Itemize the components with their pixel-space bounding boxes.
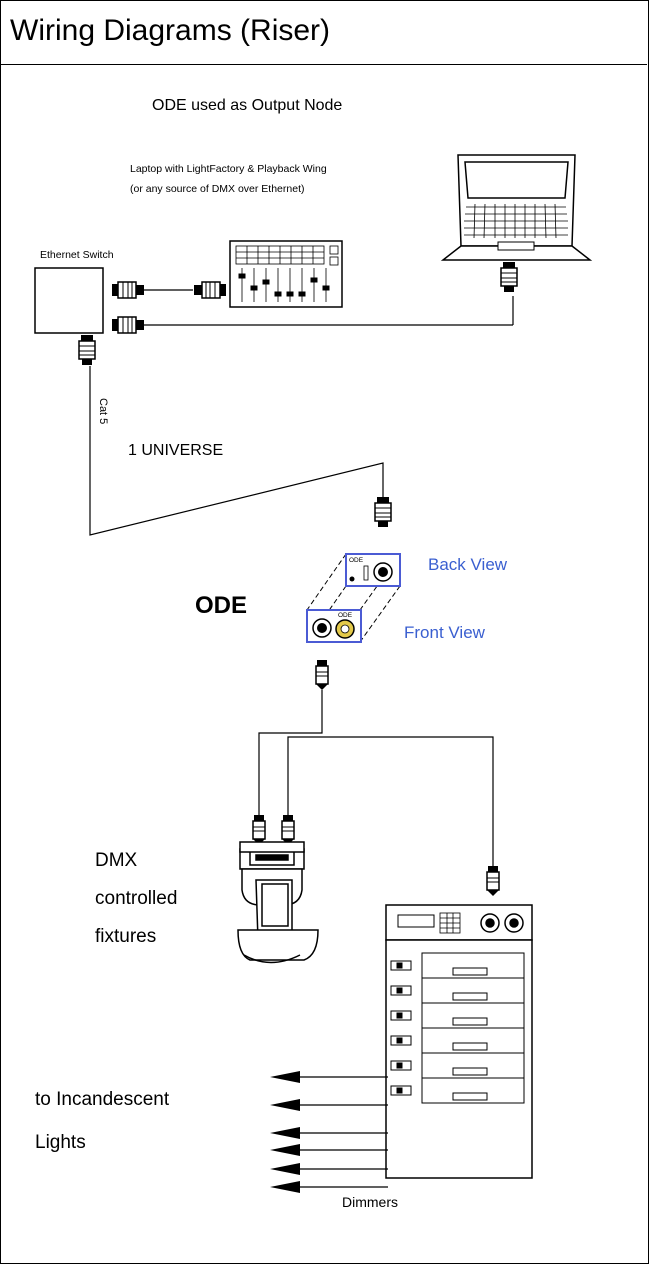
output-arrow-5: [270, 1163, 300, 1175]
fixtures-label-2: controlled: [95, 888, 177, 909]
playback-wing-icon: [229, 240, 343, 308]
ode-label: ODE: [195, 592, 247, 619]
dimmer-dmx-connector: [486, 865, 500, 897]
output-arrow-2: [270, 1099, 300, 1111]
laptop-connector: [500, 261, 518, 293]
page-title: Wiring Diagrams (Riser): [10, 14, 331, 47]
dmx-cables: [258, 690, 494, 866]
moving-head-fixture-icon: [237, 841, 319, 964]
cable-label: Cat 5: [97, 398, 109, 424]
ethernet-switch-box: [34, 267, 104, 334]
switch-port-connector-2: [111, 316, 145, 334]
subtitle: ODE used as Output Node: [152, 97, 342, 114]
fixture-dmx-out-connector: [281, 814, 295, 846]
dimmer-rack-icon: [385, 904, 533, 1179]
incandescent-label-2: Lights: [35, 1132, 86, 1153]
ode-dmx-connector: [315, 659, 329, 691]
laptop-caption-1: Laptop with LightFactory & Playback Wing: [130, 163, 327, 175]
universe-label: 1 UNIVERSE: [128, 442, 223, 459]
back-view-label: Back View: [428, 555, 508, 574]
switch-label: Ethernet Switch: [40, 249, 114, 261]
output-arrow-3: [270, 1127, 300, 1139]
incandescent-label-1: to Incandescent: [35, 1089, 170, 1110]
front-view-label: Front View: [404, 623, 486, 642]
output-arrow-4: [270, 1144, 300, 1156]
fixtures-label-3: fixtures: [95, 926, 156, 947]
laptop-caption-2: (or any source of DMX over Ethernet): [130, 183, 305, 195]
output-arrow-1: [270, 1071, 300, 1083]
ethernet-cables: [89, 289, 514, 536]
output-arrow-6: [270, 1181, 300, 1193]
ode-ethernet-connector: [374, 496, 392, 528]
dimmer-output-arrows: [300, 1076, 388, 1188]
wing-connector: [193, 281, 227, 299]
fixture-dmx-in-connector: [252, 814, 266, 846]
switch-down-connector: [78, 334, 96, 366]
fixtures-label-1: DMX: [95, 850, 138, 871]
switch-port-connector-1: [111, 281, 145, 299]
ode-front-panel-text: ODE: [338, 612, 353, 619]
dimmers-label: Dimmers: [342, 1194, 398, 1210]
ode-back-panel-text: ODE: [349, 557, 364, 564]
laptop-icon: [440, 154, 593, 261]
title-bar: Wiring Diagrams (Riser): [0, 0, 647, 65]
ode-node-icon: ODE ODE: [306, 553, 401, 643]
